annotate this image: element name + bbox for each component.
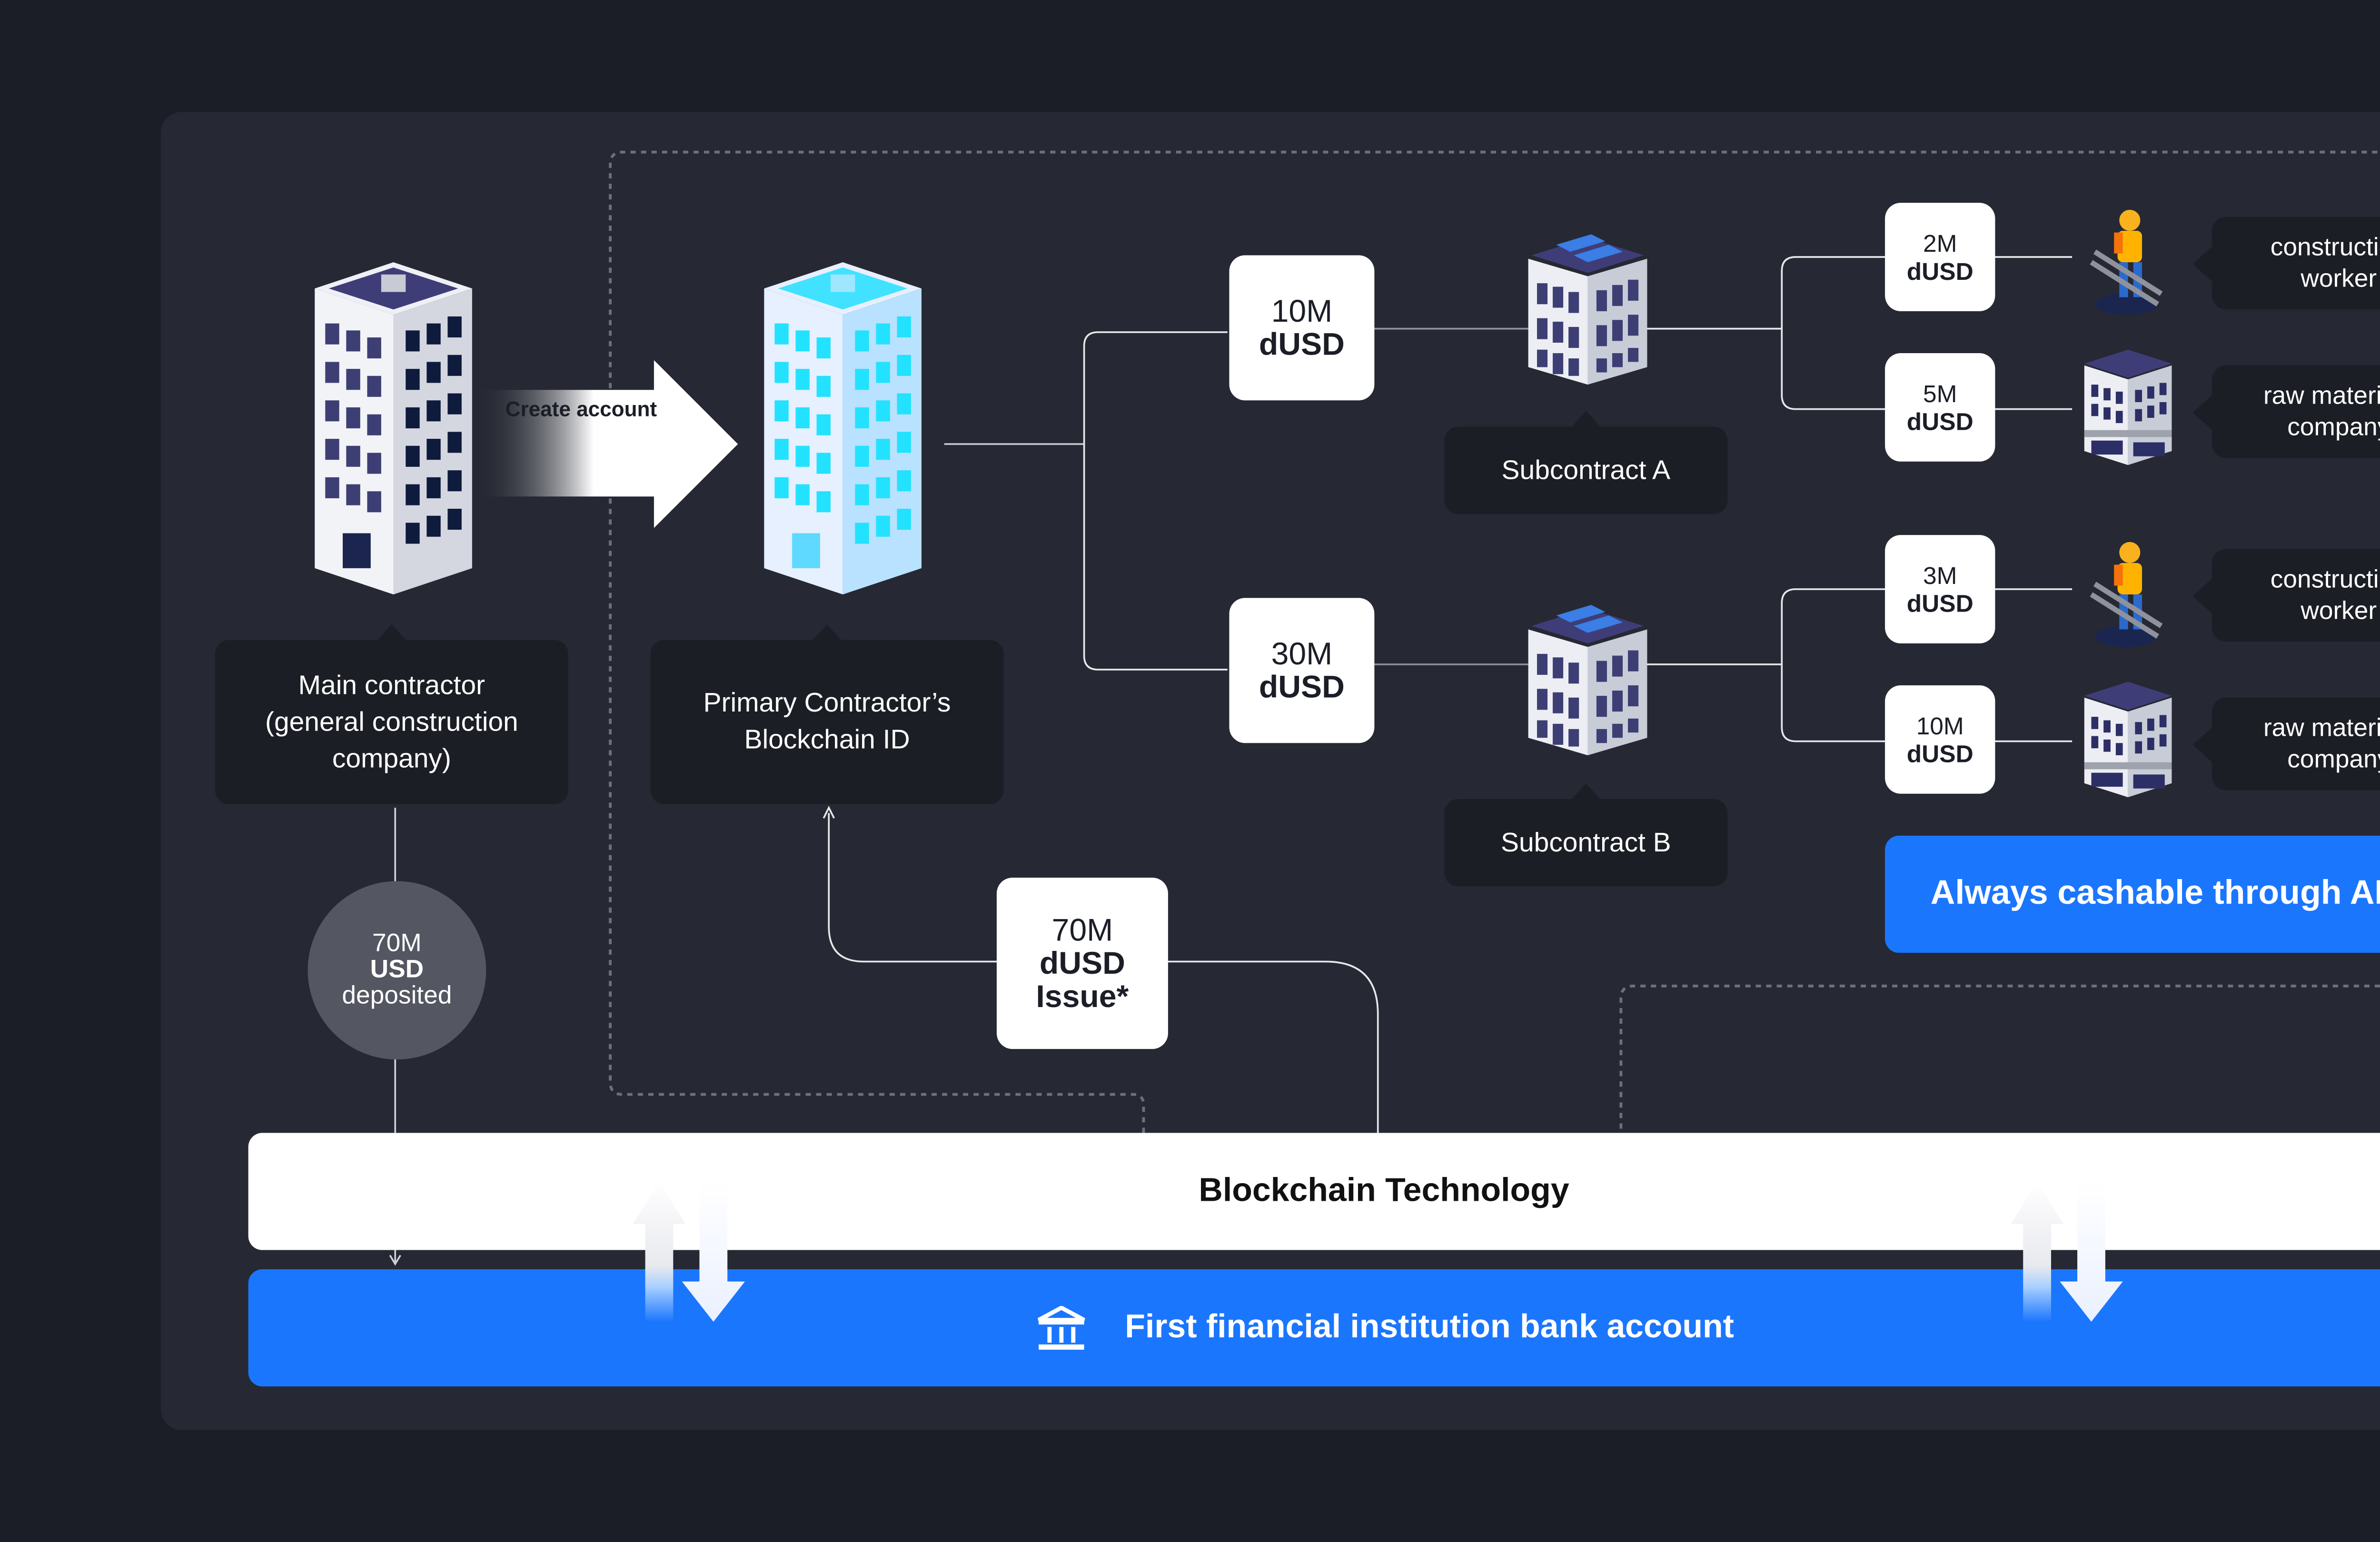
subcontract-b-label: Subcontract B [1444,783,1728,887]
company-building-icon [2084,349,2172,465]
create-account-label: Create account [505,396,657,422]
cashable-banner: Always cashable through APP [1885,835,2380,953]
amount-value: 2M [1923,229,1957,257]
solar-building-icon [1528,234,1647,385]
recipient-label: construction worker [2192,217,2380,310]
subcontract-a-label: Subcontract A [1444,411,1728,514]
recipient-amount-card: 10M dUSD [1885,685,1995,794]
issue-amount-card: 70M dUSD Issue* [996,878,1168,1049]
amount-currency: dUSD [1259,326,1345,361]
company-building-icon [2084,682,2172,798]
subcontract-b-amount-card: 30M dUSD [1229,598,1375,743]
blockchain-layer-label: Blockchain Technology [1199,1172,1569,1209]
recipient-label: raw materials company [2192,365,2380,458]
amount-value: 5M [1923,379,1957,407]
construction-worker-icon [2090,209,2163,315]
amount-value: 3M [1923,561,1957,589]
amount-currency: dUSD [1259,669,1345,704]
issue-amount: 70M [1051,911,1113,947]
recipient-amount-card: 5M dUSD [1885,353,1995,462]
up-down-arrows-icon [633,1182,745,1322]
amount-value: 10M [1271,293,1333,328]
recipient-label: construction worker [2192,549,2380,642]
bank-icon [1038,1305,1086,1349]
blockchain-boundary [609,150,2380,1133]
solar-building-icon [1528,605,1647,755]
recipient-amount-card: 3M dUSD [1885,535,1995,643]
glowing-office-tower-icon [764,262,922,594]
office-tower-icon [315,262,472,594]
amount-currency: dUSD [1906,407,1973,435]
deposit-note: deposited [342,981,452,1010]
up-down-arrows-icon [2011,1182,2123,1322]
amount-currency: dUSD [1906,739,1973,768]
deposit-badge: 70M USD deposited [307,881,486,1060]
construction-worker-icon [2090,542,2163,647]
deposit-amount: 70M [372,929,422,958]
amount-value: 10M [1916,712,1964,740]
issue-note: Issue* [1036,978,1129,1013]
main-contractor-label: Main contractor (general construction co… [215,624,568,804]
bank-layer-label: First financial institution bank account [1125,1308,1734,1345]
amount-value: 30M [1271,635,1333,671]
recipient-label: raw materials company [2192,697,2380,791]
blockchain-id-label: Primary Contractor’s Blockchain ID [650,624,1004,804]
amount-currency: dUSD [1906,257,1973,285]
create-account-arrow [476,360,738,528]
amount-currency: dUSD [1906,589,1973,617]
subcontract-a-amount-card: 10M dUSD [1229,255,1375,401]
recipient-amount-card: 2M dUSD [1885,203,1995,311]
issue-currency: dUSD [1039,945,1125,980]
deposit-currency: USD [370,955,424,984]
